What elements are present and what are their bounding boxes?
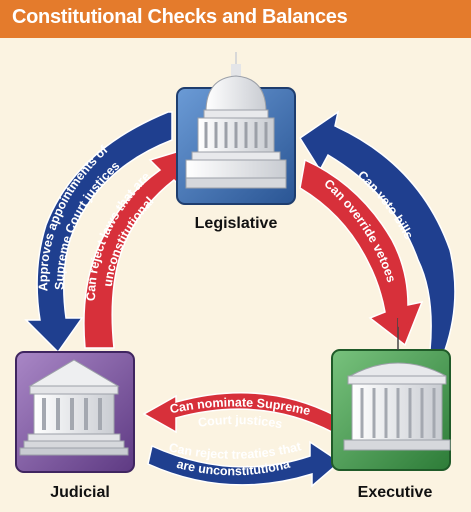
title-bar: Constitutional Checks and Balances: [0, 0, 471, 38]
executive-label: Executive: [358, 484, 433, 501]
judicial-branch: Judicial: [15, 351, 135, 501]
courthouse-icon: [19, 359, 129, 456]
capitol-icon: [185, 52, 287, 189]
diagram-title: Constitutional Checks and Balances: [12, 6, 348, 28]
judicial-label: Judicial: [50, 484, 110, 501]
arrow-judicial-to-executive: [147, 440, 342, 488]
arrow-legislative-to-judicial: [24, 111, 173, 354]
arrow-legislative-to-executive: [299, 158, 424, 347]
legislative-branch: Legislative: [176, 52, 296, 232]
arrow-executive-to-judicial: [142, 391, 337, 434]
legislative-label: Legislative: [195, 215, 278, 232]
nominate-label-line2: Court justices: [197, 413, 283, 431]
white-house-icon: [343, 318, 451, 451]
arrow-judicial-to-legislative: [83, 144, 198, 349]
executive-branch: Executive: [331, 318, 451, 501]
